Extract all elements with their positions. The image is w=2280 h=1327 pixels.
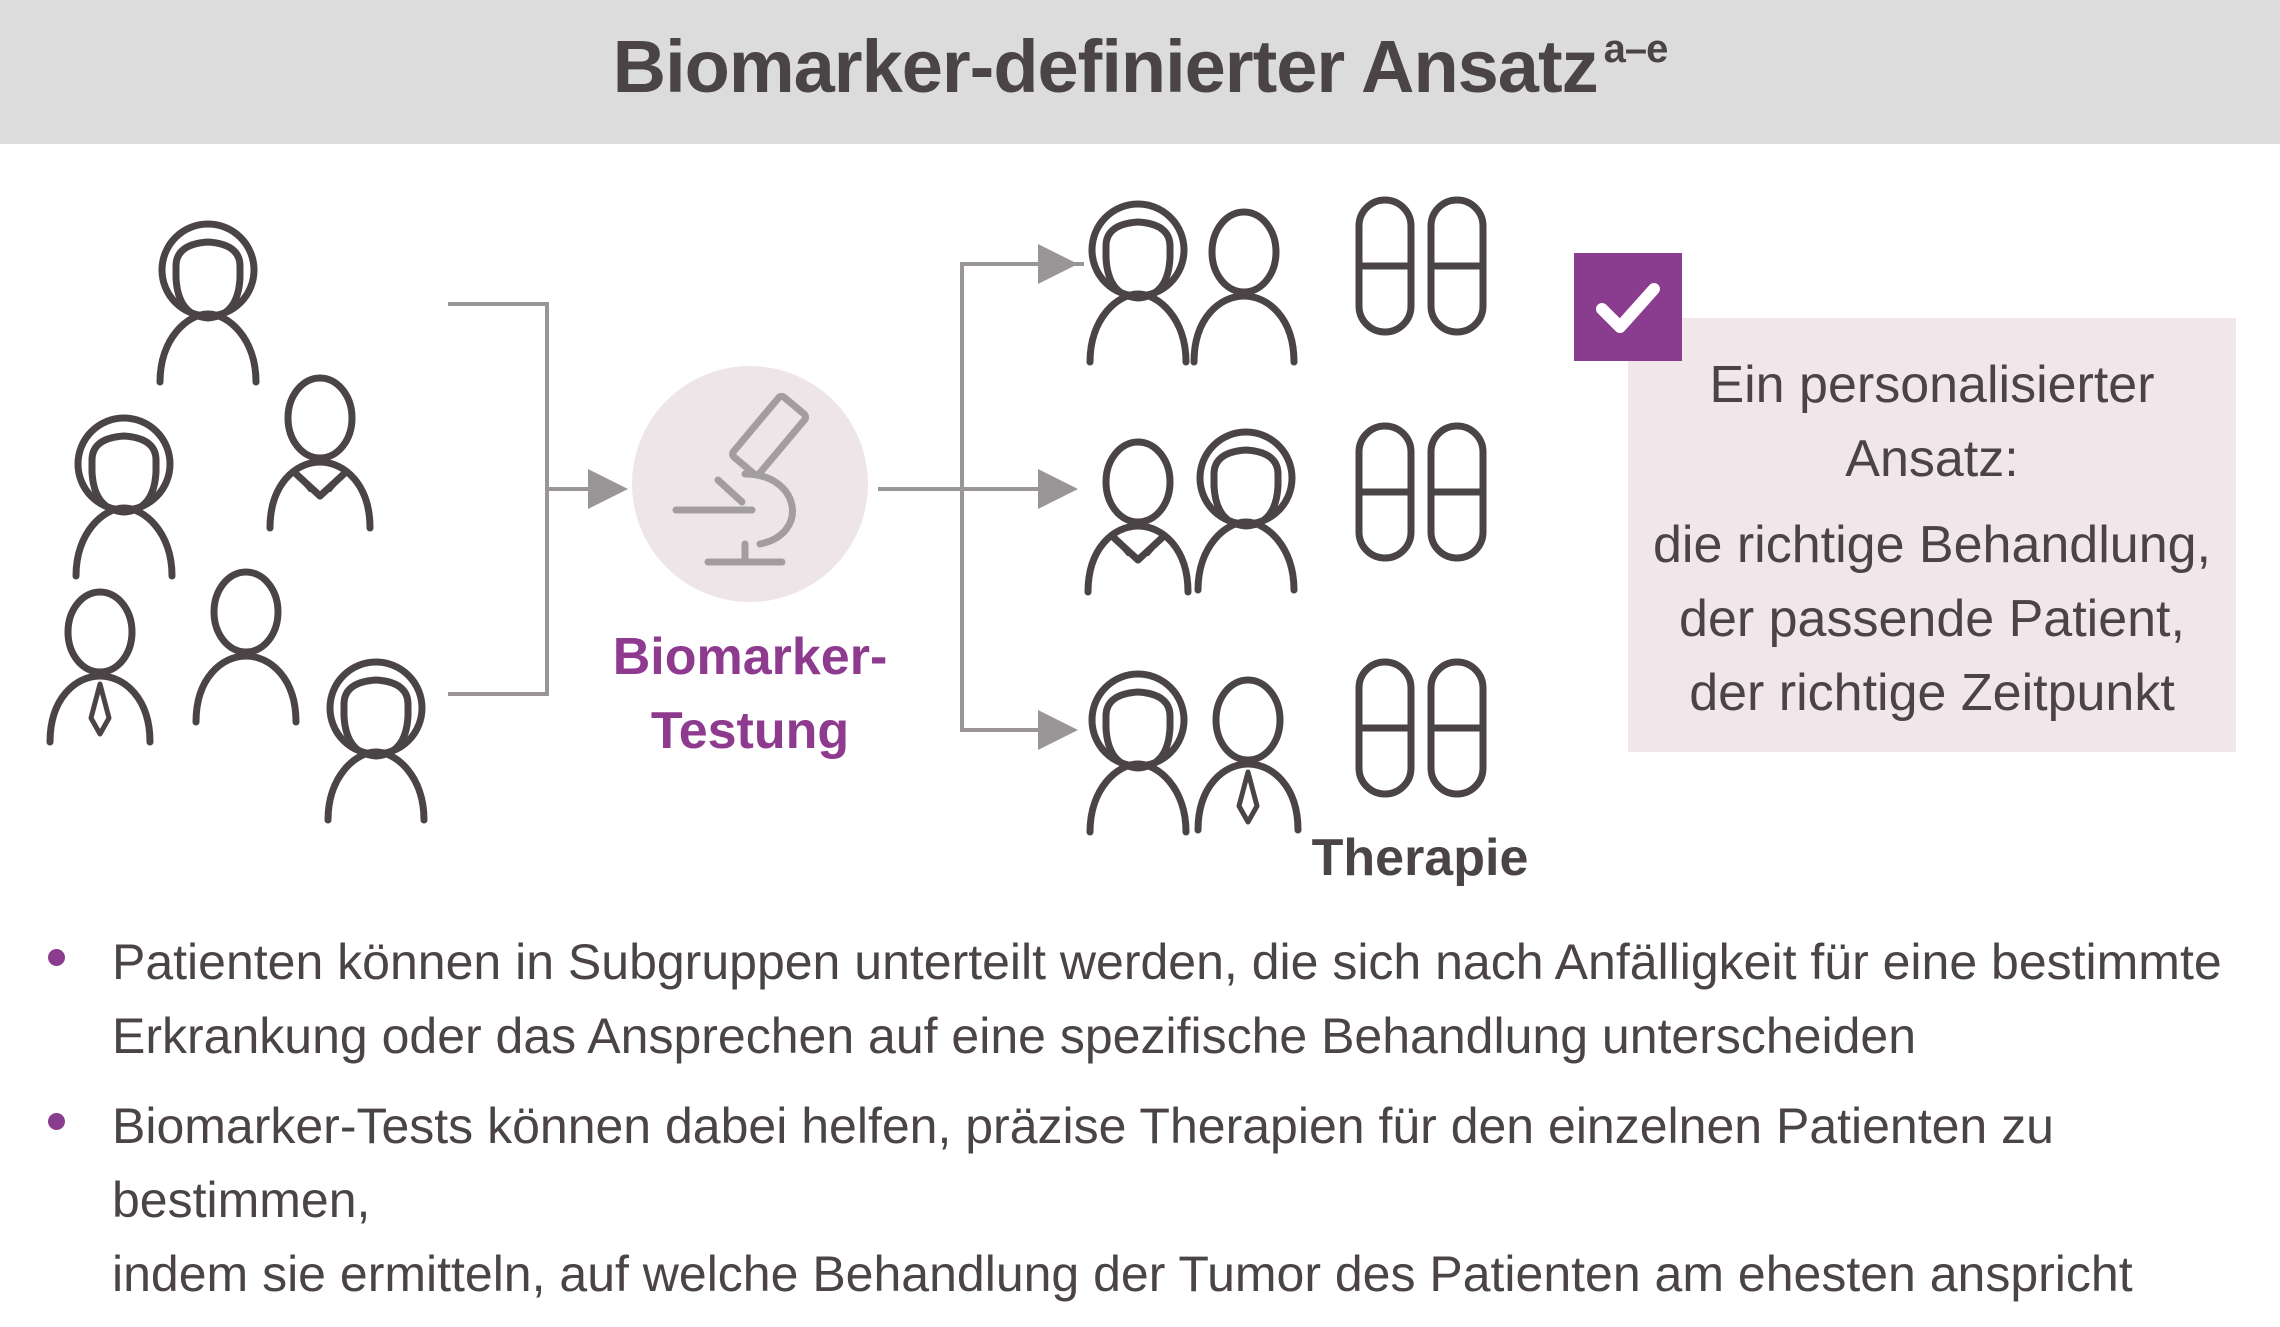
subgroup3-female-icon bbox=[1090, 674, 1186, 832]
checkmark-badge bbox=[1574, 253, 1682, 361]
subgroup2-male-collar-icon bbox=[1088, 442, 1188, 592]
biomarker-label-line: Biomarker- bbox=[612, 628, 888, 686]
callout-body-line: die richtige Behandlung, bbox=[1653, 516, 2211, 574]
patient-female-icon bbox=[76, 418, 172, 576]
patient-male-tie-icon bbox=[50, 592, 150, 742]
callout-body-line: der passende Patient, bbox=[1679, 590, 2185, 648]
microscope-icon bbox=[672, 392, 810, 566]
callout-heading-line: Ansatz: bbox=[1845, 430, 2019, 488]
subgroup1-female-icon bbox=[1090, 204, 1186, 362]
subgroup2-female-icon bbox=[1198, 432, 1294, 590]
bullet-line: Patienten können in Subgruppen unterteil… bbox=[112, 934, 2222, 990]
pill-capsule-icon bbox=[1431, 200, 1483, 332]
bullet-list: Patienten können in Subgruppen unterteil… bbox=[40, 925, 2250, 1327]
pill-capsule-icon bbox=[1359, 662, 1411, 794]
biomarker-diagram bbox=[0, 144, 2280, 924]
callout-heading: Ein personalisierter Ansatz: bbox=[1628, 348, 2236, 496]
bullet-line: Erkrankung oder das Ansprechen auf eine … bbox=[112, 1008, 1917, 1064]
subgroup3-male-tie-icon bbox=[1198, 680, 1298, 830]
bullet-item: Patienten können in Subgruppen unterteil… bbox=[40, 925, 2250, 1073]
personalized-approach-callout: Ein personalisierter Ansatz: die richtig… bbox=[1628, 318, 2236, 752]
pill-capsule-icon bbox=[1359, 426, 1411, 558]
callout-heading-line: Ein personalisierter bbox=[1709, 356, 2155, 414]
checkmark-icon bbox=[1596, 283, 1660, 333]
branch-connector bbox=[878, 244, 1084, 750]
funnel-connector bbox=[448, 302, 628, 696]
callout-body-line: der richtige Zeitpunkt bbox=[1689, 664, 2175, 722]
pill-capsule-icon bbox=[1431, 662, 1483, 794]
biomarker-label-line: Testung bbox=[650, 702, 850, 760]
bullet-line: indem sie ermitteln, auf welche Behandlu… bbox=[112, 1246, 2133, 1302]
title-text: Biomarker-definierter Ansatz bbox=[612, 25, 1599, 108]
patient-male-icon bbox=[196, 572, 296, 722]
bullet-item: Biomarker-Tests können dabei helfen, prä… bbox=[40, 1089, 2250, 1311]
subgroup1-male-icon bbox=[1194, 212, 1294, 362]
pill-capsule-icon bbox=[1359, 200, 1411, 332]
callout-body: die richtige Behandlung, der passende Pa… bbox=[1628, 508, 2236, 730]
therapy-label: Therapie bbox=[1311, 829, 1529, 887]
patient-female-icon bbox=[160, 224, 256, 382]
biomarker-testing-label: Biomarker- Testung bbox=[560, 620, 940, 768]
biomarker-test-circle bbox=[632, 366, 868, 602]
title-footnote-ref: a–e bbox=[1603, 27, 1669, 71]
bullet-dot-icon bbox=[48, 1113, 65, 1130]
patient-male-collar-icon bbox=[270, 378, 370, 528]
bullet-line: Biomarker-Tests können dabei helfen, prä… bbox=[112, 1098, 2054, 1228]
pill-capsule-icon bbox=[1431, 426, 1483, 558]
bullet-dot-icon bbox=[48, 949, 65, 966]
patient-female-icon bbox=[328, 662, 424, 820]
